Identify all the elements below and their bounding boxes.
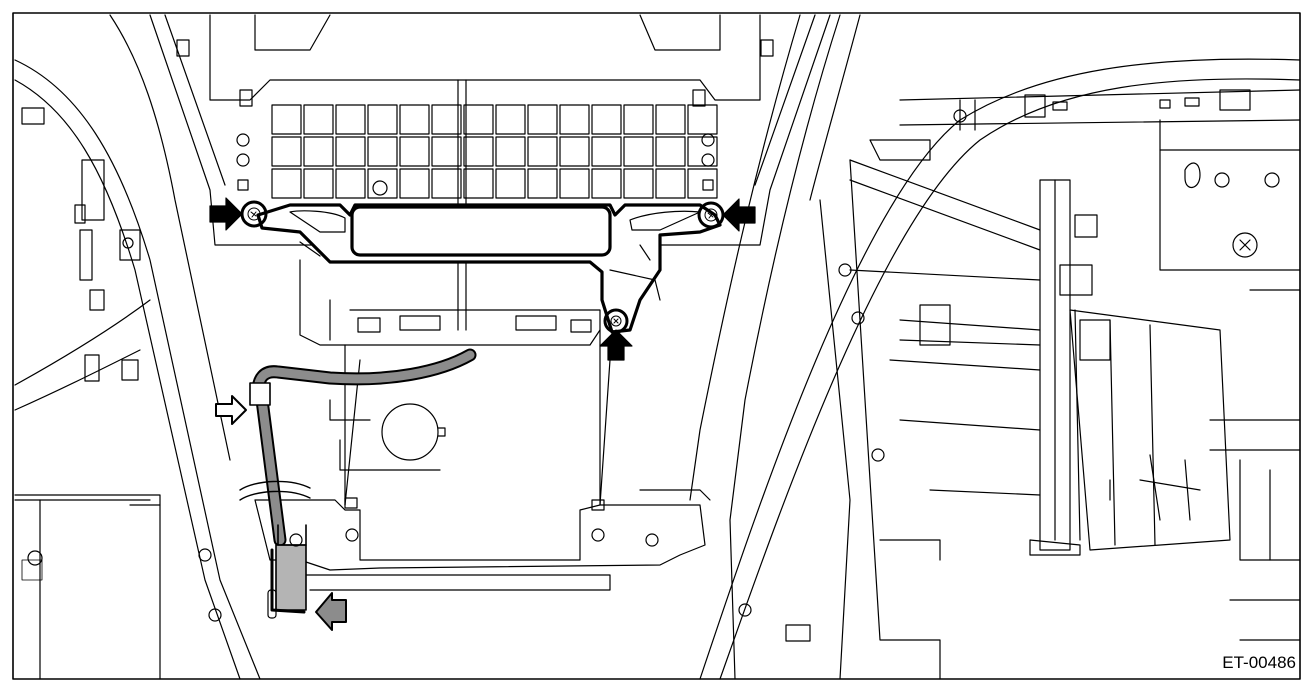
grille-cell	[623, 136, 654, 167]
grey-arrow-icon	[315, 592, 347, 631]
grille-cell	[303, 168, 334, 199]
left-trim-lines	[14, 14, 261, 680]
solid-arrow-left-icon	[722, 198, 756, 232]
grille-cell	[687, 168, 718, 199]
grille-cell	[655, 104, 686, 135]
grille-cell	[495, 168, 526, 199]
grille-cell	[527, 104, 558, 135]
grille-cell	[271, 168, 302, 199]
grille-cell	[431, 168, 462, 199]
grille-cell	[463, 136, 494, 167]
vent-grille	[271, 79, 718, 331]
middle-crossmember	[299, 180, 611, 506]
grille-cell	[303, 104, 334, 135]
grille-cell	[367, 104, 398, 135]
grille-cell	[431, 104, 462, 135]
grille-cell	[463, 104, 494, 135]
grille-cell	[271, 104, 302, 135]
grille-cell	[559, 104, 590, 135]
grille-cell	[655, 136, 686, 167]
solid-arrow-right-icon	[209, 197, 243, 231]
lower-bracket	[254, 489, 711, 591]
grille-cell	[335, 136, 366, 167]
grille-cell	[687, 136, 718, 167]
grille-cell	[399, 136, 430, 167]
grille-cell	[431, 136, 462, 167]
grille-cell	[367, 168, 398, 199]
right-side-components	[849, 89, 1301, 641]
grille-cell	[303, 136, 334, 167]
grille-cell	[687, 104, 718, 135]
grille-cell	[495, 136, 526, 167]
harness-connector	[267, 524, 307, 619]
airbag-module	[256, 203, 722, 334]
grille-cell	[335, 168, 366, 199]
grille-cell	[463, 168, 494, 199]
grille-cell	[399, 168, 430, 199]
grille-cell	[527, 136, 558, 167]
right-pillar-lines	[689, 14, 1301, 680]
outline-arrow-icon	[215, 395, 247, 425]
grille-cell	[271, 136, 302, 167]
grille-cell	[655, 168, 686, 199]
grille-cell	[623, 168, 654, 199]
grille-cell	[399, 104, 430, 135]
grille-cell	[623, 104, 654, 135]
grille-cell	[559, 168, 590, 199]
figure-id-label: ET-00486	[1222, 653, 1296, 672]
grille-cell	[335, 104, 366, 135]
grille-cell	[495, 104, 526, 135]
grille-cell	[591, 104, 622, 135]
grille-cell	[591, 168, 622, 199]
wiring-harness	[239, 348, 477, 547]
grille-cell	[367, 136, 398, 167]
grille-cell	[559, 136, 590, 167]
grille-cell	[591, 136, 622, 167]
grille-cell	[527, 168, 558, 199]
solid-arrow-up-icon	[599, 329, 633, 361]
